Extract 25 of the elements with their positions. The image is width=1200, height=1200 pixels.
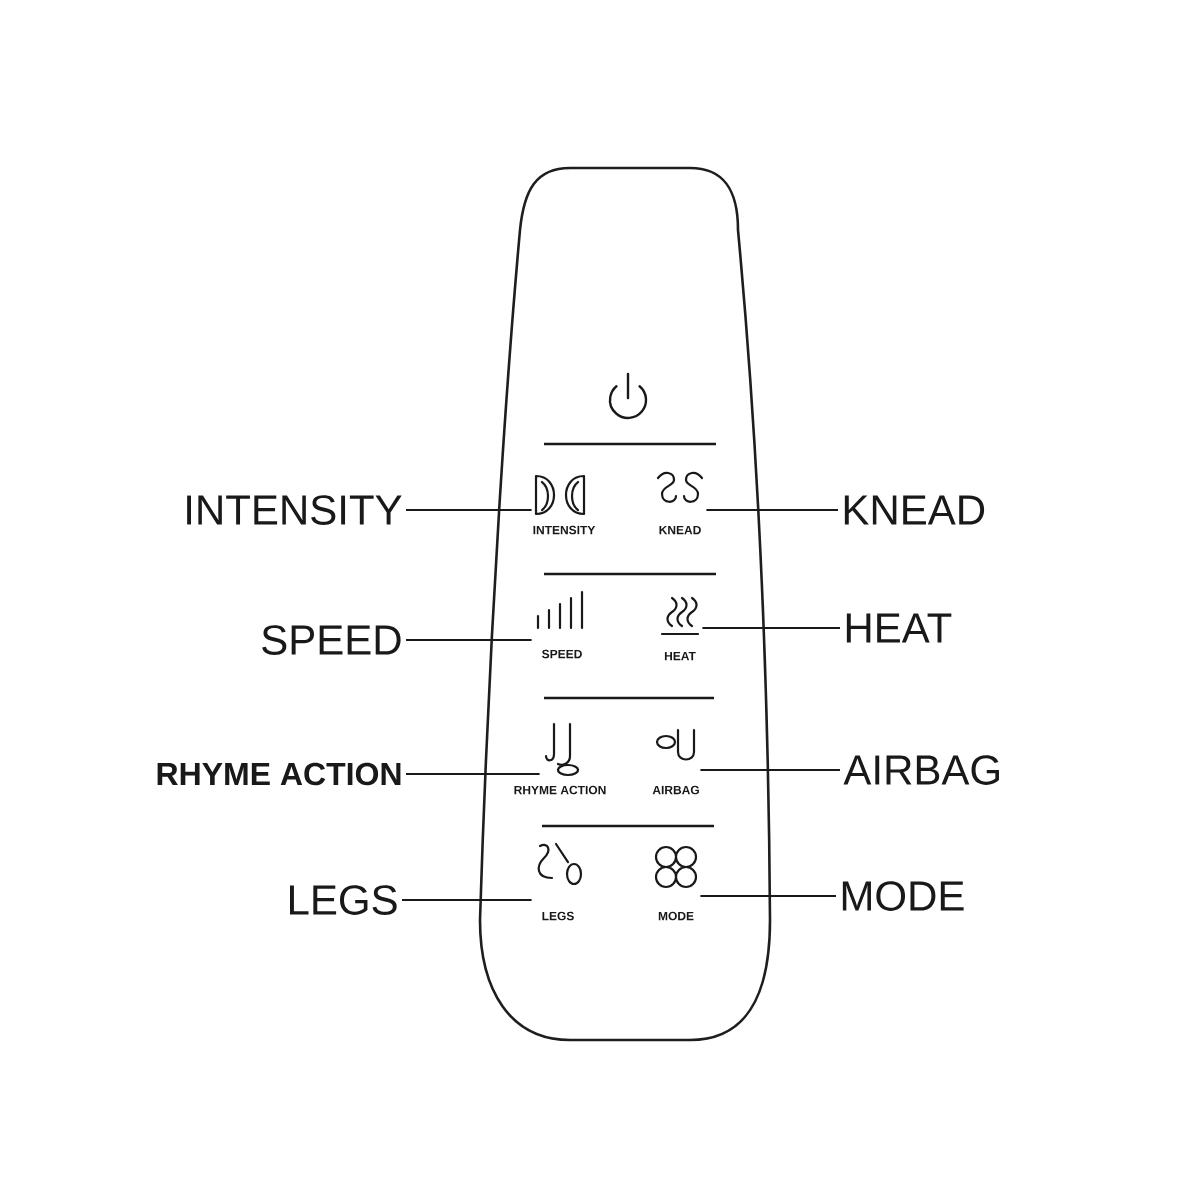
leader-line [706, 508, 838, 512]
callout-label: SPEED [262, 625, 401, 655]
leader-line [700, 768, 840, 772]
leg-icon [655, 728, 696, 761]
leader-line [406, 508, 532, 512]
leader-line [406, 638, 532, 642]
leader-line [700, 894, 836, 898]
callout-label: AIRBAG [843, 755, 999, 785]
heat-waves-icon [660, 596, 700, 636]
foot-icon [544, 722, 580, 777]
remote-outline [478, 166, 772, 1042]
signal-bars-icon [536, 590, 584, 630]
four-circles-icon [654, 845, 698, 889]
callout-label: MODE [842, 881, 964, 911]
callout-label: INTENSITY [187, 495, 402, 525]
half-circles-icon [534, 474, 586, 516]
leader-line [702, 626, 840, 630]
callout-label: LEGS [290, 885, 397, 915]
leader-line [402, 898, 532, 902]
callout-label: RHYME ACTION [157, 762, 401, 786]
callout-label: HEAT [846, 613, 952, 643]
swirl-icon [656, 471, 704, 503]
leader-line [406, 772, 540, 776]
callout-label: KNEAD [844, 495, 985, 525]
legs-icon [537, 842, 583, 886]
